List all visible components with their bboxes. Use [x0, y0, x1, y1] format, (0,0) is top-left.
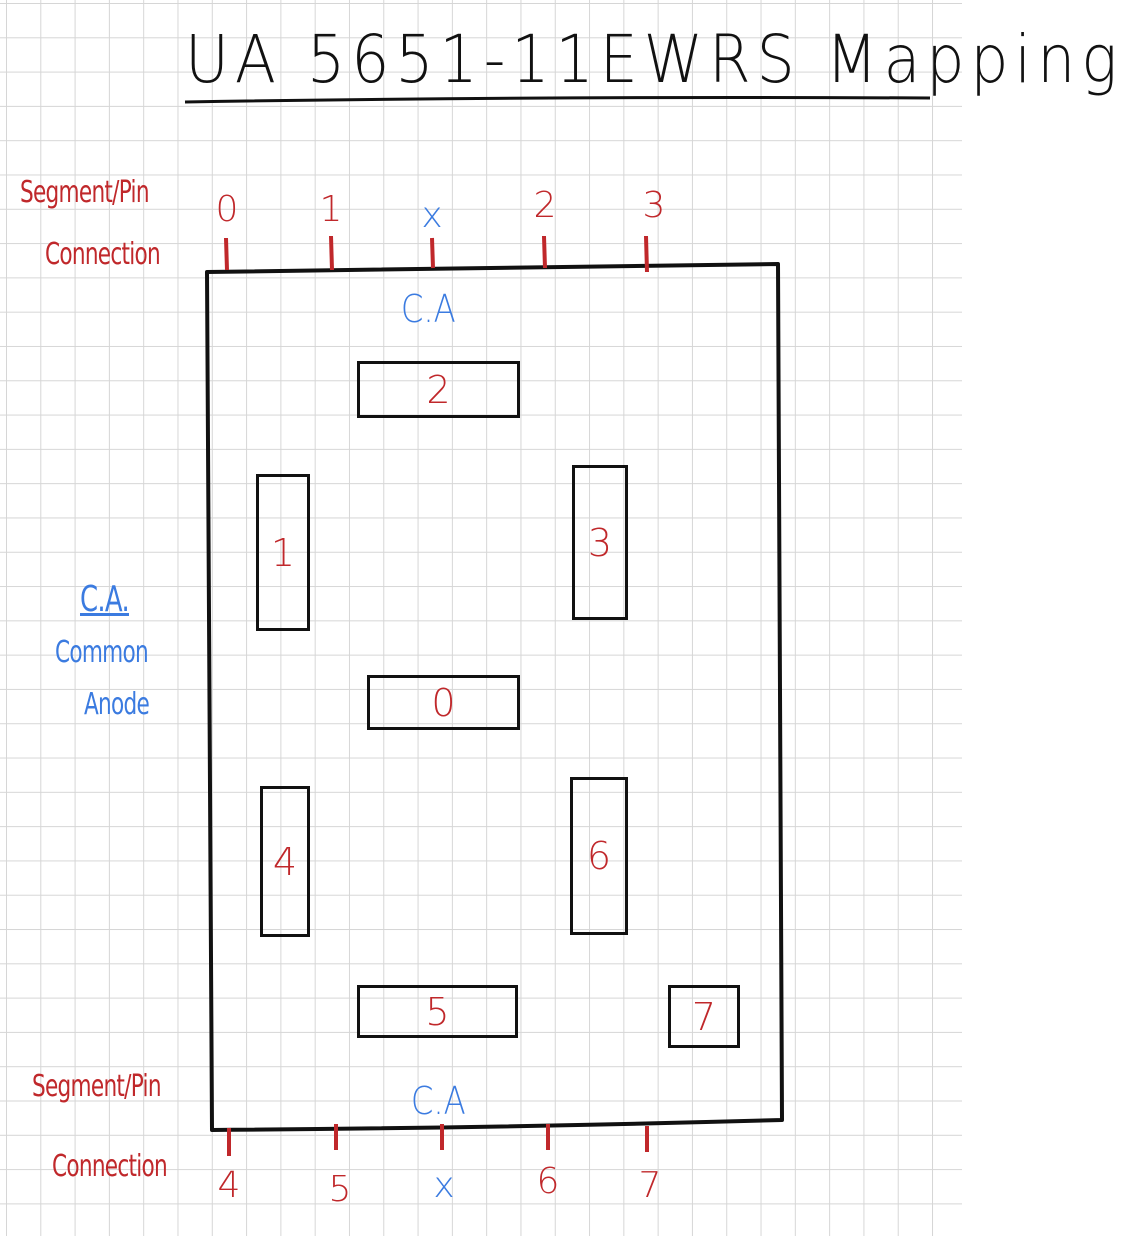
- top-pin-label-1: 0: [215, 189, 239, 230]
- title-underline-svg: [184, 96, 931, 104]
- bottom-pin-label-5: 7: [638, 1165, 662, 1206]
- bottom-pin-label-4: 6: [536, 1161, 560, 1202]
- segment-bottom-label: 5: [425, 989, 450, 1034]
- segment-bottom: 5: [357, 985, 518, 1038]
- top-common-anode-label: C.A: [400, 287, 456, 331]
- bottom-header-line2: Connection: [52, 1149, 168, 1184]
- top-pin-tick-5: [644, 235, 649, 273]
- segment-decimal-point: 7: [668, 985, 740, 1048]
- top-pin-label-4: 2: [533, 185, 557, 226]
- segment-upper-left-label: 1: [270, 530, 296, 575]
- title-underline: [184, 96, 931, 104]
- top-pin-tick-4: [542, 235, 547, 269]
- top-pin-tick-2: [329, 235, 334, 271]
- top-pin-tick-1: [224, 237, 229, 271]
- top-header-line2: Connection: [45, 237, 161, 272]
- bottom-pin-label-2: 5: [328, 1169, 352, 1210]
- bottom-pin-label-1: 4: [217, 1165, 241, 1206]
- segment-decimal-point-label: 7: [691, 994, 717, 1039]
- segment-lower-left: 4: [260, 786, 310, 937]
- display-outline: [205, 262, 784, 1132]
- bottom-pin-label-3: x: [433, 1165, 455, 1206]
- diagram-title: UA 5651-11EWRS Mapping: [185, 21, 1123, 99]
- top-pin-label-2: 1: [319, 189, 343, 230]
- segment-middle-label: 0: [431, 680, 456, 725]
- top-pin-tick-3: [430, 237, 435, 269]
- segment-top-label: 2: [426, 367, 451, 412]
- top-pin-label-5: 3: [642, 185, 666, 226]
- segment-upper-left: 1: [256, 474, 310, 631]
- segment-lower-right-label: 6: [586, 834, 612, 878]
- bottom-header-line1: Segment/Pin: [32, 1069, 162, 1104]
- bottom-common-anode-label: C.A: [410, 1079, 466, 1123]
- segment-upper-right-label: 3: [587, 520, 613, 565]
- segment-top: 2: [357, 361, 520, 418]
- segment-middle: 0: [367, 675, 520, 730]
- segment-lower-left-label: 4: [272, 839, 298, 884]
- top-pin-label-3: x: [421, 195, 443, 236]
- top-header-line1: Segment/Pin: [20, 175, 150, 210]
- segment-lower-right: 6: [570, 777, 628, 935]
- display-outline-svg: [205, 235, 784, 1156]
- common-anode-line2: Anode: [84, 687, 150, 722]
- common-anode-abbr: C.A.: [80, 579, 130, 620]
- common-anode-line1: Common: [55, 635, 149, 670]
- segment-upper-right: 3: [572, 465, 628, 620]
